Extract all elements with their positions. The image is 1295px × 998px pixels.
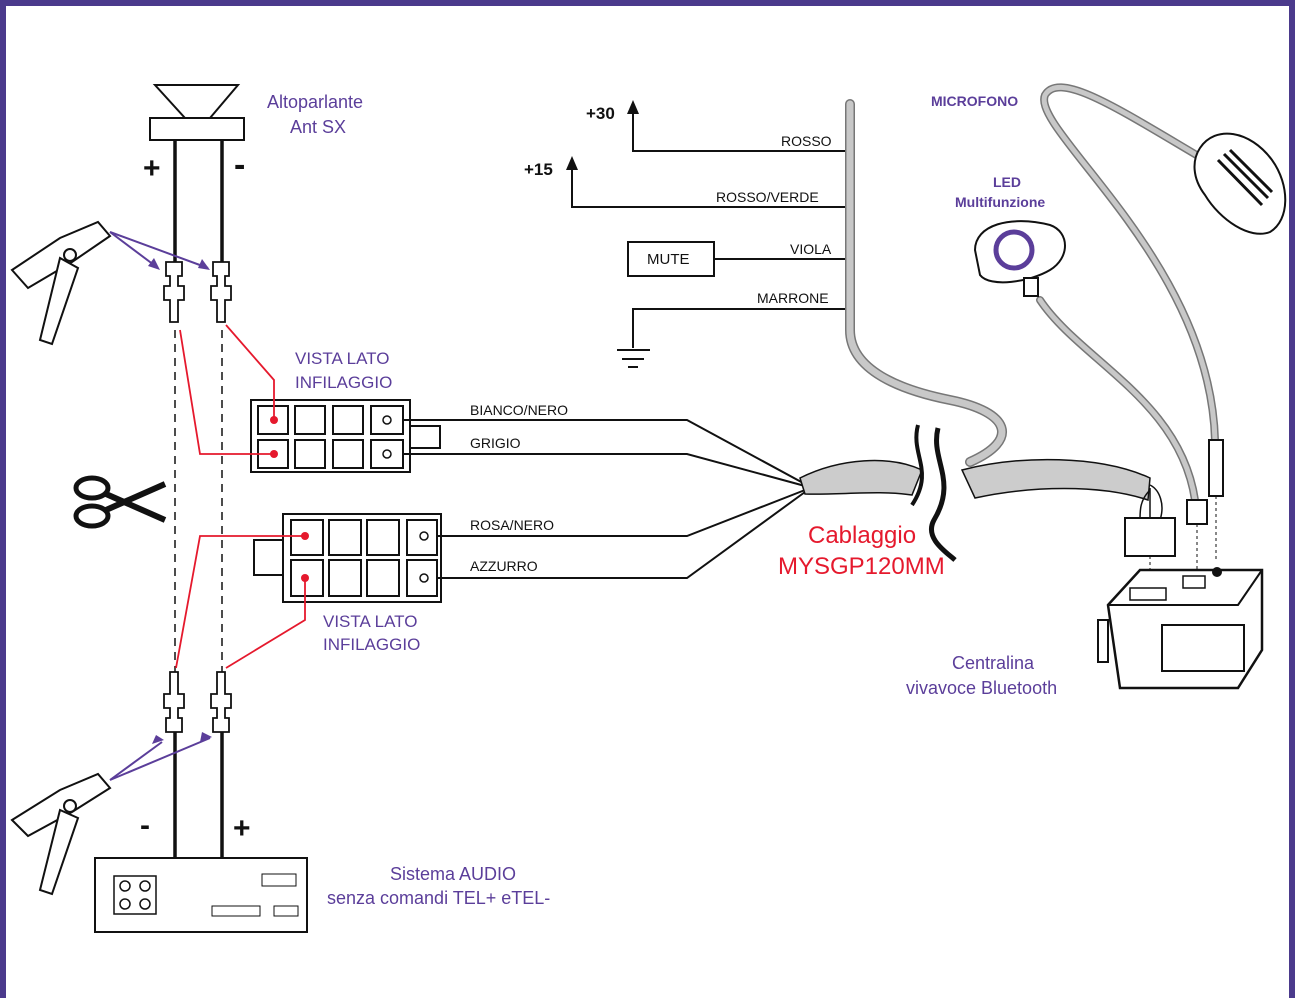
crimp-terminal-bottom <box>163 671 232 733</box>
crimper-icon <box>10 772 112 896</box>
connector-top-label-1: VISTA LATO <box>295 349 389 368</box>
harness-label-1: Cablaggio <box>808 522 916 549</box>
connector-bottom <box>253 513 442 603</box>
speaker-title-2: Ant SX <box>290 117 346 137</box>
audio-minus-label: - <box>140 809 150 842</box>
crimp-arrows <box>109 231 211 781</box>
wire-bianco-nero: BIANCO/NERO <box>470 402 568 418</box>
plus15-label: +15 <box>524 160 553 179</box>
led-button-icon <box>973 220 1066 297</box>
speaker-icon <box>149 84 245 141</box>
speaker-wires <box>173 140 224 858</box>
harness-label-2: MYSGP120MM <box>778 553 945 580</box>
connector-top-wires <box>403 419 806 487</box>
wire-rosso: ROSSO <box>781 133 832 149</box>
power-wires <box>571 112 850 368</box>
speaker-plus-label: + <box>143 152 161 185</box>
microphone-label: MICROFONO <box>931 93 1018 109</box>
scissors-icon <box>73 475 167 529</box>
plus30-label: +30 <box>586 104 615 123</box>
connector-bottom-wires <box>437 489 806 579</box>
red-links-bottom <box>175 535 306 669</box>
speaker-minus-label: - <box>234 146 245 184</box>
bluetooth-unit-icon <box>1097 567 1264 690</box>
audio-title-2: senza comandi TEL+ eTEL- <box>327 888 550 908</box>
unit-label-2: vivavoce Bluetooth <box>906 678 1057 698</box>
unit-label-1: Centralina <box>952 653 1035 673</box>
speaker-title-1: Altoparlante <box>267 92 363 112</box>
connector-bottom-label-1: VISTA LATO <box>323 612 417 631</box>
audio-title-1: Sistema AUDIO <box>390 864 516 884</box>
connector-top <box>250 399 441 473</box>
audio-unit-icon <box>94 857 308 933</box>
wire-rosso-verde: ROSSO/VERDE <box>716 189 819 205</box>
audio-plus-label: + <box>233 812 251 845</box>
power-arrowheads <box>566 100 639 170</box>
mute-box <box>627 241 715 277</box>
harness-sleeve <box>799 424 1151 562</box>
cut-wire-dashed <box>174 330 223 672</box>
grey-cables <box>845 83 1219 504</box>
wire-marrone: MARRONE <box>757 290 829 306</box>
red-links-top <box>179 324 275 455</box>
wire-rosa-nero: ROSA/NERO <box>470 517 554 533</box>
mute-label: MUTE <box>647 251 690 268</box>
unit-plugs <box>1124 439 1224 557</box>
led-label-1: LED <box>993 174 1021 190</box>
crimper-icon <box>10 220 112 346</box>
connector-top-label-2: INFILAGGIO <box>295 373 392 392</box>
connector-bottom-label-2: INFILAGGIO <box>323 635 420 654</box>
wire-viola: VIOLA <box>790 241 832 257</box>
wire-grigio: GRIGIO <box>470 435 521 451</box>
crimp-terminal-top <box>163 261 232 323</box>
microphone-icon <box>1193 132 1287 235</box>
wire-azzurro: AZZURRO <box>470 558 538 574</box>
crimp-arrowheads <box>148 258 212 744</box>
led-label-2: Multifunzione <box>955 194 1045 210</box>
